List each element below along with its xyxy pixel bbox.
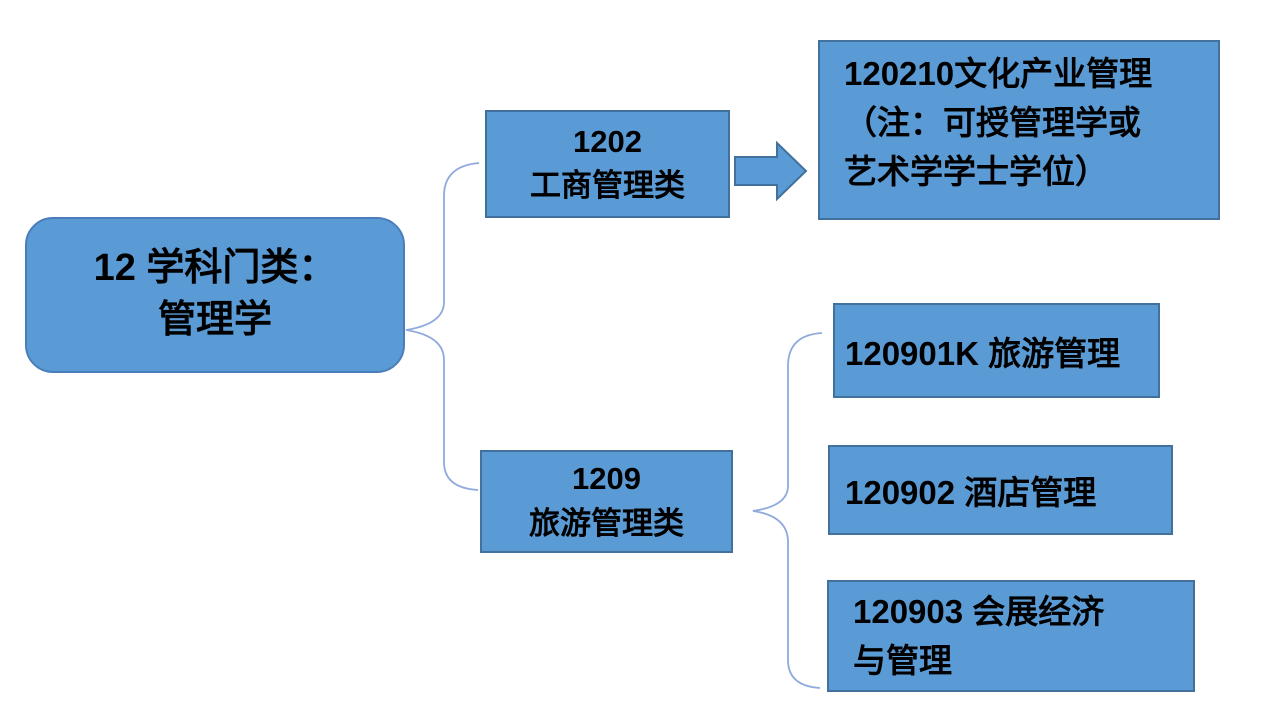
node-major-120902-label: 120902 酒店管理 xyxy=(845,474,1097,511)
node-category-1209-name: 旅游管理类 xyxy=(529,505,684,541)
node-category-1202: 1202 工商管理类 xyxy=(485,110,730,218)
node-category-1209-code: 1209 xyxy=(572,461,641,497)
node-category-1202-code: 1202 xyxy=(573,123,642,159)
node-discipline-root-line1: 12 学科门类： xyxy=(93,247,337,290)
curly-brace-1209-to-majors xyxy=(752,332,823,689)
node-major-120903: 120903 会展经济 与管理 xyxy=(827,580,1195,692)
node-major-120210-line1: 120210文化产业管理 xyxy=(844,55,1153,92)
node-category-1202-name: 工商管理类 xyxy=(530,168,685,203)
node-major-120210-line2: （注：可授管理学或 xyxy=(844,103,1141,141)
node-major-120903-line1: 120903 会展经济 xyxy=(853,592,1105,630)
node-major-120210-line3: 艺术学学士学位） xyxy=(844,152,1108,190)
node-major-120901k-label: 120901K 旅游管理 xyxy=(845,334,1121,372)
node-category-1209: 1209 旅游管理类 xyxy=(480,450,733,553)
node-discipline-root: 12 学科门类： 管理学 xyxy=(25,217,405,373)
node-major-120902: 120902 酒店管理 xyxy=(828,445,1173,535)
node-major-120903-line2: 与管理 xyxy=(853,642,952,679)
node-discipline-root-line2: 管理学 xyxy=(157,299,272,341)
node-major-120210: 120210文化产业管理 （注：可授管理学或 艺术学学士学位） xyxy=(818,40,1220,220)
curly-brace-root-to-categories xyxy=(405,162,480,491)
node-major-120901k: 120901K 旅游管理 xyxy=(833,303,1160,398)
right-arrow-icon xyxy=(734,140,808,202)
